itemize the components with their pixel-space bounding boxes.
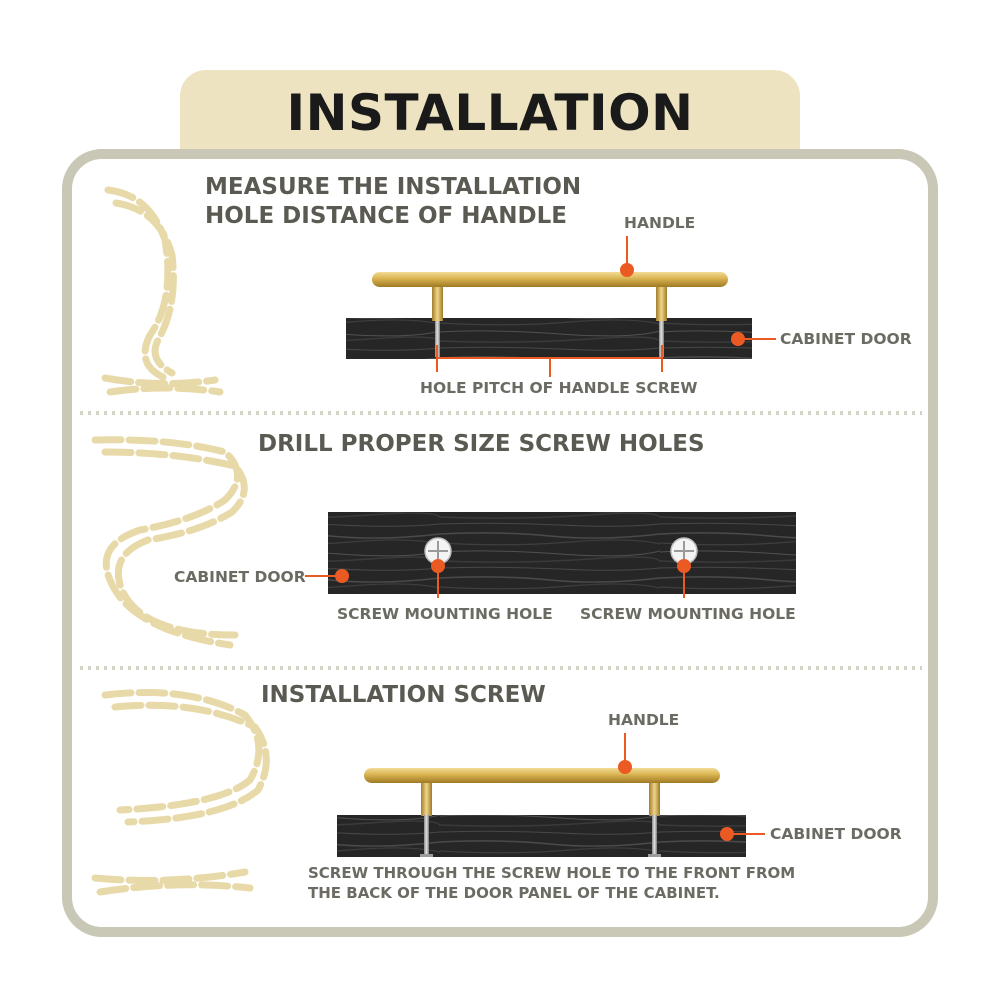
step1-handle-marker xyxy=(620,236,634,277)
step3-handle xyxy=(364,768,720,816)
step2-hole-left-marker xyxy=(431,559,445,598)
step1-cabinet-door xyxy=(346,318,752,359)
step2-hole-right-marker xyxy=(677,559,691,598)
step3-screws xyxy=(420,815,661,857)
step2-cabinet-door-label: CABINET DOOR xyxy=(174,568,306,586)
step2-hole-right-label: SCREW MOUNTING HOLE xyxy=(580,605,796,623)
step3-cabinet-door xyxy=(337,815,746,857)
step3-handle-marker xyxy=(618,733,632,774)
step3-heading: INSTALLATION SCREW xyxy=(261,682,546,708)
step1-hole-pitch-label: HOLE PITCH OF HANDLE SCREW xyxy=(420,379,698,397)
step2-heading: DRILL PROPER SIZE SCREW HOLES xyxy=(258,431,705,457)
step1-cabinet-door-label: CABINET DOOR xyxy=(780,330,912,348)
step1-screws xyxy=(435,321,664,357)
step2-hole-right xyxy=(670,537,698,565)
step3-note-line2: THE BACK OF THE DOOR PANEL OF THE CABINE… xyxy=(308,884,720,902)
step1-handle-label: HANDLE xyxy=(624,214,696,232)
step3-note-line1: SCREW THROUGH THE SCREW HOLE TO THE FRON… xyxy=(308,864,796,882)
step3-handle-label: HANDLE xyxy=(608,711,680,729)
step2-hole-left-label: SCREW MOUNTING HOLE xyxy=(337,605,553,623)
step1-handle xyxy=(372,272,728,321)
step1-heading-line1: MEASURE THE INSTALLATION xyxy=(205,174,582,200)
step2-cabinet-door-marker xyxy=(305,569,349,583)
step3-cabinet-door-marker xyxy=(720,827,765,841)
step3-cabinet-door-label: CABINET DOOR xyxy=(770,825,902,843)
step1-heading-line2: HOLE DISTANCE OF HANDLE xyxy=(205,203,567,229)
step1-hole-pitch-bracket xyxy=(436,345,663,377)
step2-cabinet-door xyxy=(328,512,796,594)
rope-decoration xyxy=(91,186,270,896)
step1-cabinet-door-marker xyxy=(731,332,776,346)
